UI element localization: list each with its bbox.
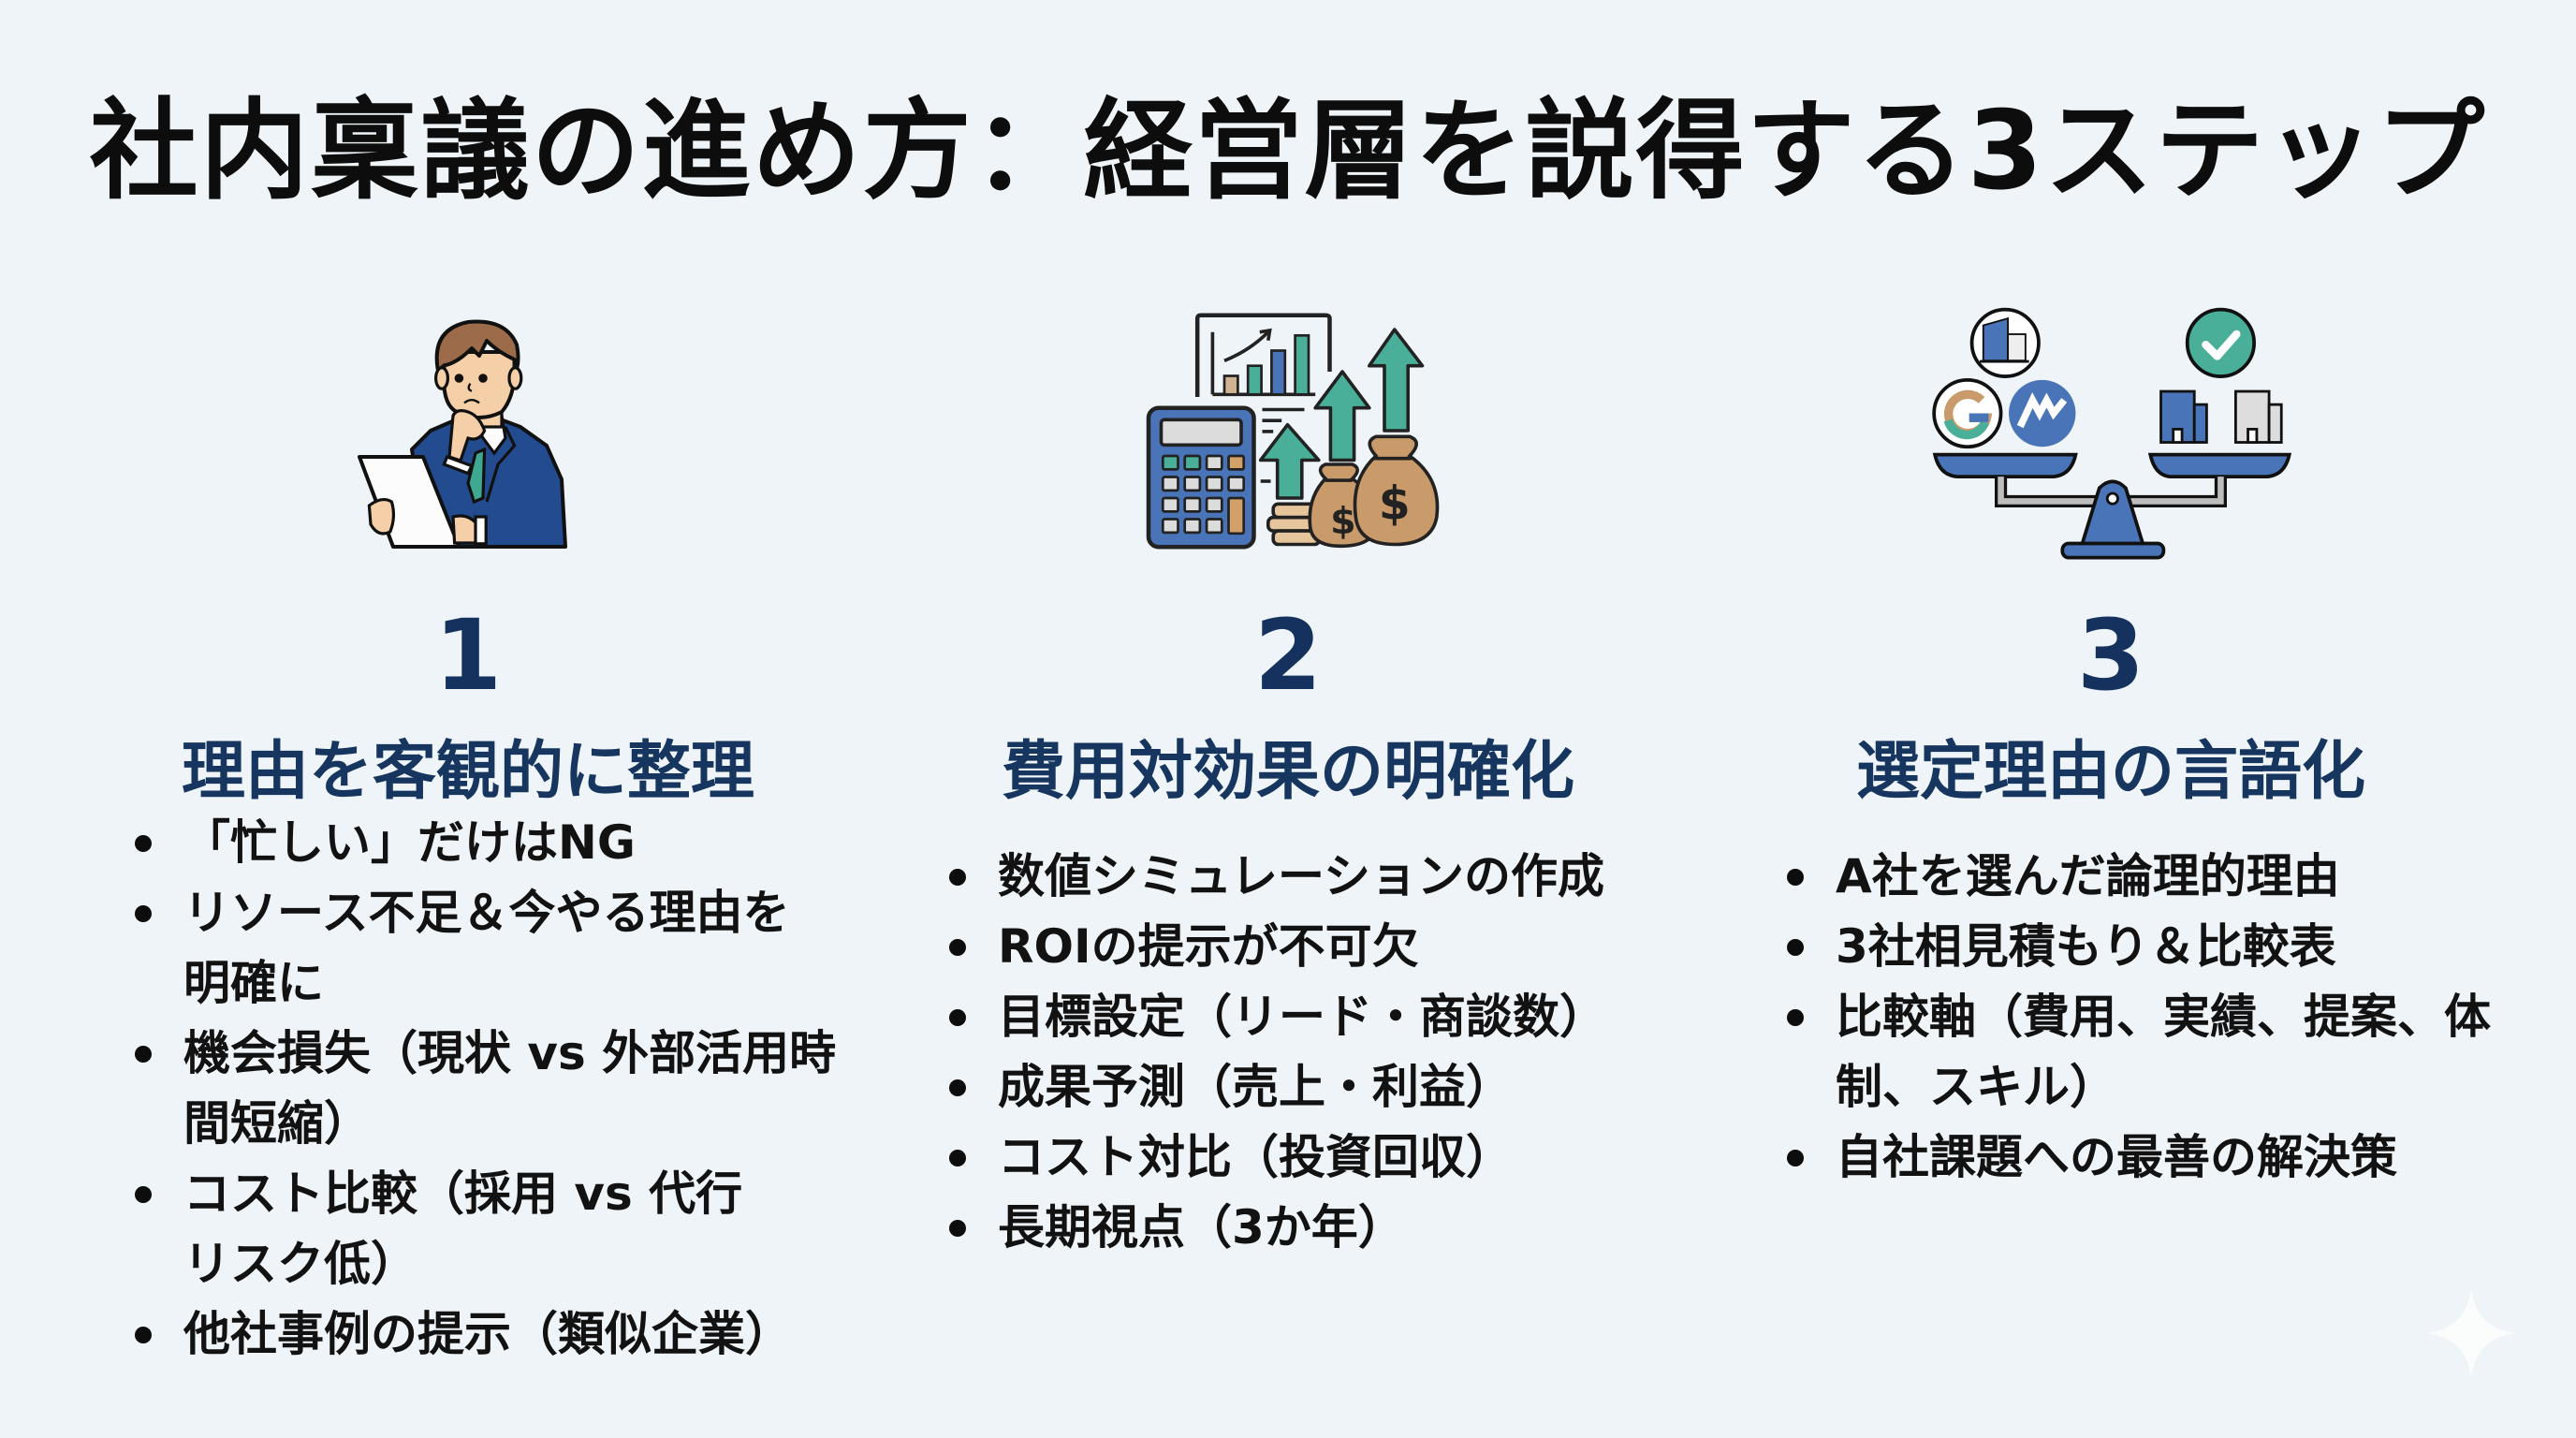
m-logo-icon — [2009, 379, 2076, 448]
list-item-text: 比較軸（費用、実績、提案、体制、スキル） — [1836, 990, 2491, 1114]
step-bullet-list: 数値シミュレーションの作成 ROIの提示が不可欠 目標設定（リード・商談数） 成… — [944, 842, 1692, 1263]
list-item: コスト比較（採用 vs 代行リスク低） — [129, 1159, 841, 1299]
svg-text:$: $ — [1379, 478, 1411, 531]
list-item: A社を選んだ論理的理由 — [1781, 842, 2493, 912]
list-item: ROIの提示が不可欠 — [944, 912, 1692, 982]
list-item: 他社事例の提示（類似企業） — [129, 1299, 841, 1370]
step-heading: 選定理由の言語化 — [1855, 735, 2365, 809]
google-logo-icon — [1932, 377, 2003, 449]
list-item-text: 機会損失（現状 vs 外部活用時間短縮） — [183, 1026, 837, 1151]
svg-text:$: $ — [1330, 500, 1356, 543]
calculator-growth-money-icon: $ $ — [1146, 313, 1440, 550]
list-item: リソース不足＆今やる理由を明確に — [129, 878, 841, 1019]
list-item: 3社相見積もり＆比較表 — [1781, 912, 2493, 982]
step-number: 2 — [1253, 598, 1323, 712]
list-item: 自社課題への最善の解決策 — [1781, 1123, 2493, 1193]
comparison-scale-icon — [1932, 307, 2292, 560]
step-bullet-list: A社を選んだ論理的理由 3社相見積もり＆比較表 比較軸（費用、実績、提案、体制、… — [1781, 842, 2493, 1193]
list-item: コスト対比（投資回収） — [944, 1123, 1692, 1193]
step-number: 3 — [2076, 598, 2145, 712]
building-icon — [2233, 389, 2283, 444]
list-item: 「忙しい」だけはNG — [129, 808, 841, 878]
step-number: 1 — [433, 598, 503, 712]
checkmark-icon — [2185, 307, 2256, 378]
building-icon — [2159, 389, 2208, 444]
list-item: 成果予測（売上・利益） — [944, 1052, 1692, 1123]
list-item: 目標設定（リード・商談数） — [944, 982, 1692, 1052]
list-item-text: リソース不足＆今やる理由を明確に — [183, 886, 790, 1010]
list-item: 数値シミュレーションの作成 — [944, 842, 1692, 912]
step-bullet-list: 「忙しい」だけはNG リソース不足＆今やる理由を明確に 機会損失（現状 vs 外… — [129, 808, 841, 1370]
step-heading: 理由を客観的に整理 — [181, 735, 754, 809]
list-item-text: コスト比較（採用 vs 代行リスク低） — [183, 1167, 743, 1291]
building-logo-icon — [1969, 307, 2041, 378]
step-heading: 費用対効果の明確化 — [1001, 735, 1574, 809]
page-title: 社内稟議の進め方：経営層を説得する3ステップ — [89, 88, 2487, 214]
sparkle-icon — [2426, 1288, 2516, 1378]
list-item: 機会損失（現状 vs 外部活用時間短縮） — [129, 1019, 841, 1159]
list-item: 長期視点（3か年） — [944, 1193, 1692, 1263]
thinking-businessman-icon — [358, 319, 567, 549]
list-item: 比較軸（費用、実績、提案、体制、スキル） — [1781, 982, 2493, 1123]
